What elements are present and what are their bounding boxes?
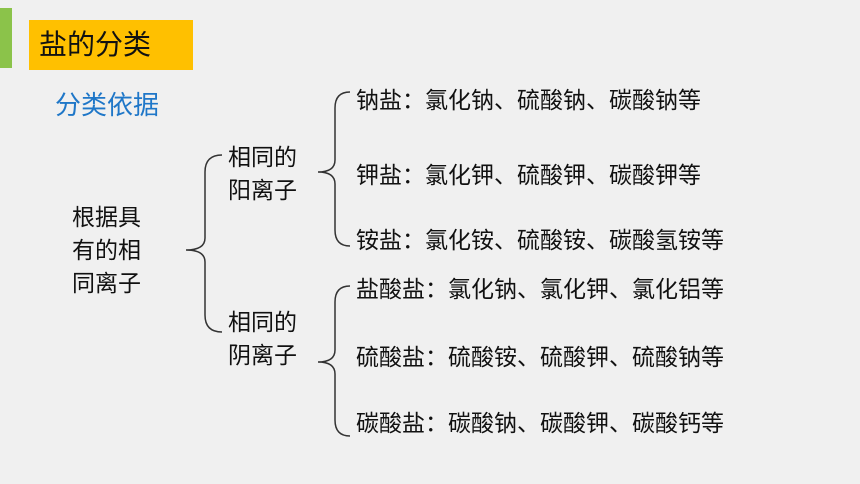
anion-item: 盐酸盐：氯化钠、氯化钾、氯化铝等 (356, 277, 724, 303)
cation-item: 钠盐：氯化钠、硫酸钠、碳酸钠等 (356, 88, 701, 114)
root-label-line-1: 根据具 (72, 205, 141, 231)
cation-label-line-1: 相同的 (228, 145, 297, 171)
root-label-line-2: 有的相 (72, 238, 141, 264)
classification-basis-heading: 分类依据 (55, 91, 160, 121)
root-label-line-3: 同离子 (72, 271, 141, 297)
accent-bar (0, 8, 12, 68)
slide-title: 盐的分类 (29, 20, 193, 70)
anion-item: 碳酸盐：碳酸钠、碳酸钾、碳酸钙等 (356, 411, 724, 437)
anion-label-line-1: 相同的 (228, 310, 297, 336)
cation-brace (317, 91, 351, 247)
cation-item: 钾盐：氯化钾、硫酸钾、碳酸钾等 (356, 163, 701, 189)
anion-brace (317, 285, 351, 437)
cation-label-line-2: 阳离子 (228, 178, 297, 204)
root-brace (185, 154, 223, 333)
anion-item: 硫酸盐：硫酸铵、硫酸钾、硫酸钠等 (356, 345, 724, 371)
cation-item: 铵盐：氯化铵、硫酸铵、碳酸氢铵等 (356, 228, 724, 254)
anion-label-line-2: 阴离子 (228, 343, 297, 369)
